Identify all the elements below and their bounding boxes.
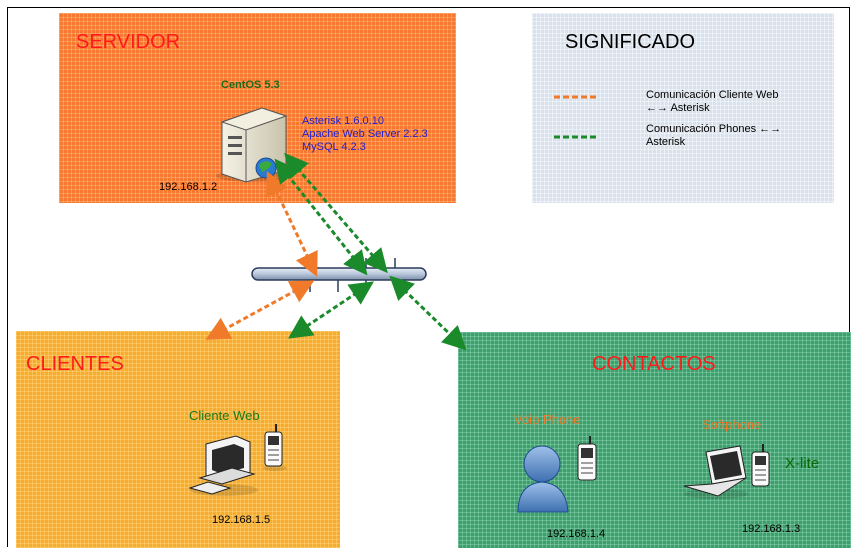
arrow-bus-clientes-green — [288, 281, 374, 339]
voip-ip: 192.168.1.4 — [547, 528, 606, 540]
legend-item-1-line1: Comunicación Cliente Web — [646, 89, 779, 101]
arrow-bus-contactos-green — [389, 275, 467, 351]
cliente-web-label: Cliente Web — [189, 408, 260, 423]
legend-item-2-line2: Asterisk — [646, 136, 686, 148]
clientes-panel: CLIENTES Cliente Web 192.168.1.5 — [16, 331, 340, 548]
legend-item-2-line1: Comunicación Phones ←→ — [646, 123, 782, 135]
voip-phone-icon — [577, 436, 597, 481]
servidor-panel: SERVIDOR CentOS 5.3 Asterisk 1.6.0.10 Ap… — [59, 13, 456, 203]
pc-icon — [188, 435, 258, 496]
server-os-label: CentOS 5.3 — [221, 79, 280, 91]
laptop-icon — [683, 445, 748, 499]
voip-phone-label: Voip Phone — [514, 412, 581, 427]
softphone-label: Softphone — [702, 417, 762, 432]
connection-arrows — [205, 152, 467, 351]
server-software-1: Asterisk 1.6.0.10 — [302, 115, 384, 127]
client-phone-icon — [263, 424, 287, 471]
legend-samples — [554, 95, 598, 139]
arrow-server-bus-green-1 — [274, 158, 368, 276]
clientes-title: CLIENTES — [26, 353, 124, 375]
server-software-2: Apache Web Server 2.2.3 — [302, 128, 428, 140]
softphone-ip: 192.168.1.3 — [742, 523, 801, 535]
softphone-name: X-lite — [785, 455, 820, 472]
arrow-server-bus-green-2 — [284, 152, 388, 274]
arrow-server-bus-orange — [266, 171, 318, 277]
legend-panel: SIGNIFICADO Comunicación Cliente Web ←→ … — [532, 13, 834, 203]
servidor-title: SERVIDOR — [76, 31, 181, 53]
contactos-title: CONTACTOS — [592, 353, 716, 375]
cliente-ip: 192.168.1.5 — [212, 514, 271, 526]
server-ip: 192.168.1.2 — [159, 181, 218, 193]
legend-item-1-line2: ←→ Asterisk — [646, 102, 710, 114]
arrow-bus-clientes-orange — [205, 280, 315, 340]
legend-title: SIGNIFICADO — [565, 31, 696, 53]
person-icon — [517, 445, 569, 513]
contactos-panel: CONTACTOS Voip Phone Softphone X-lite 19… — [458, 332, 851, 548]
diagram-frame — [7, 7, 850, 547]
server-software-3: MySQL 4.2.3 — [302, 141, 366, 153]
softphone-icon — [751, 444, 770, 487]
server-icon — [216, 107, 292, 183]
